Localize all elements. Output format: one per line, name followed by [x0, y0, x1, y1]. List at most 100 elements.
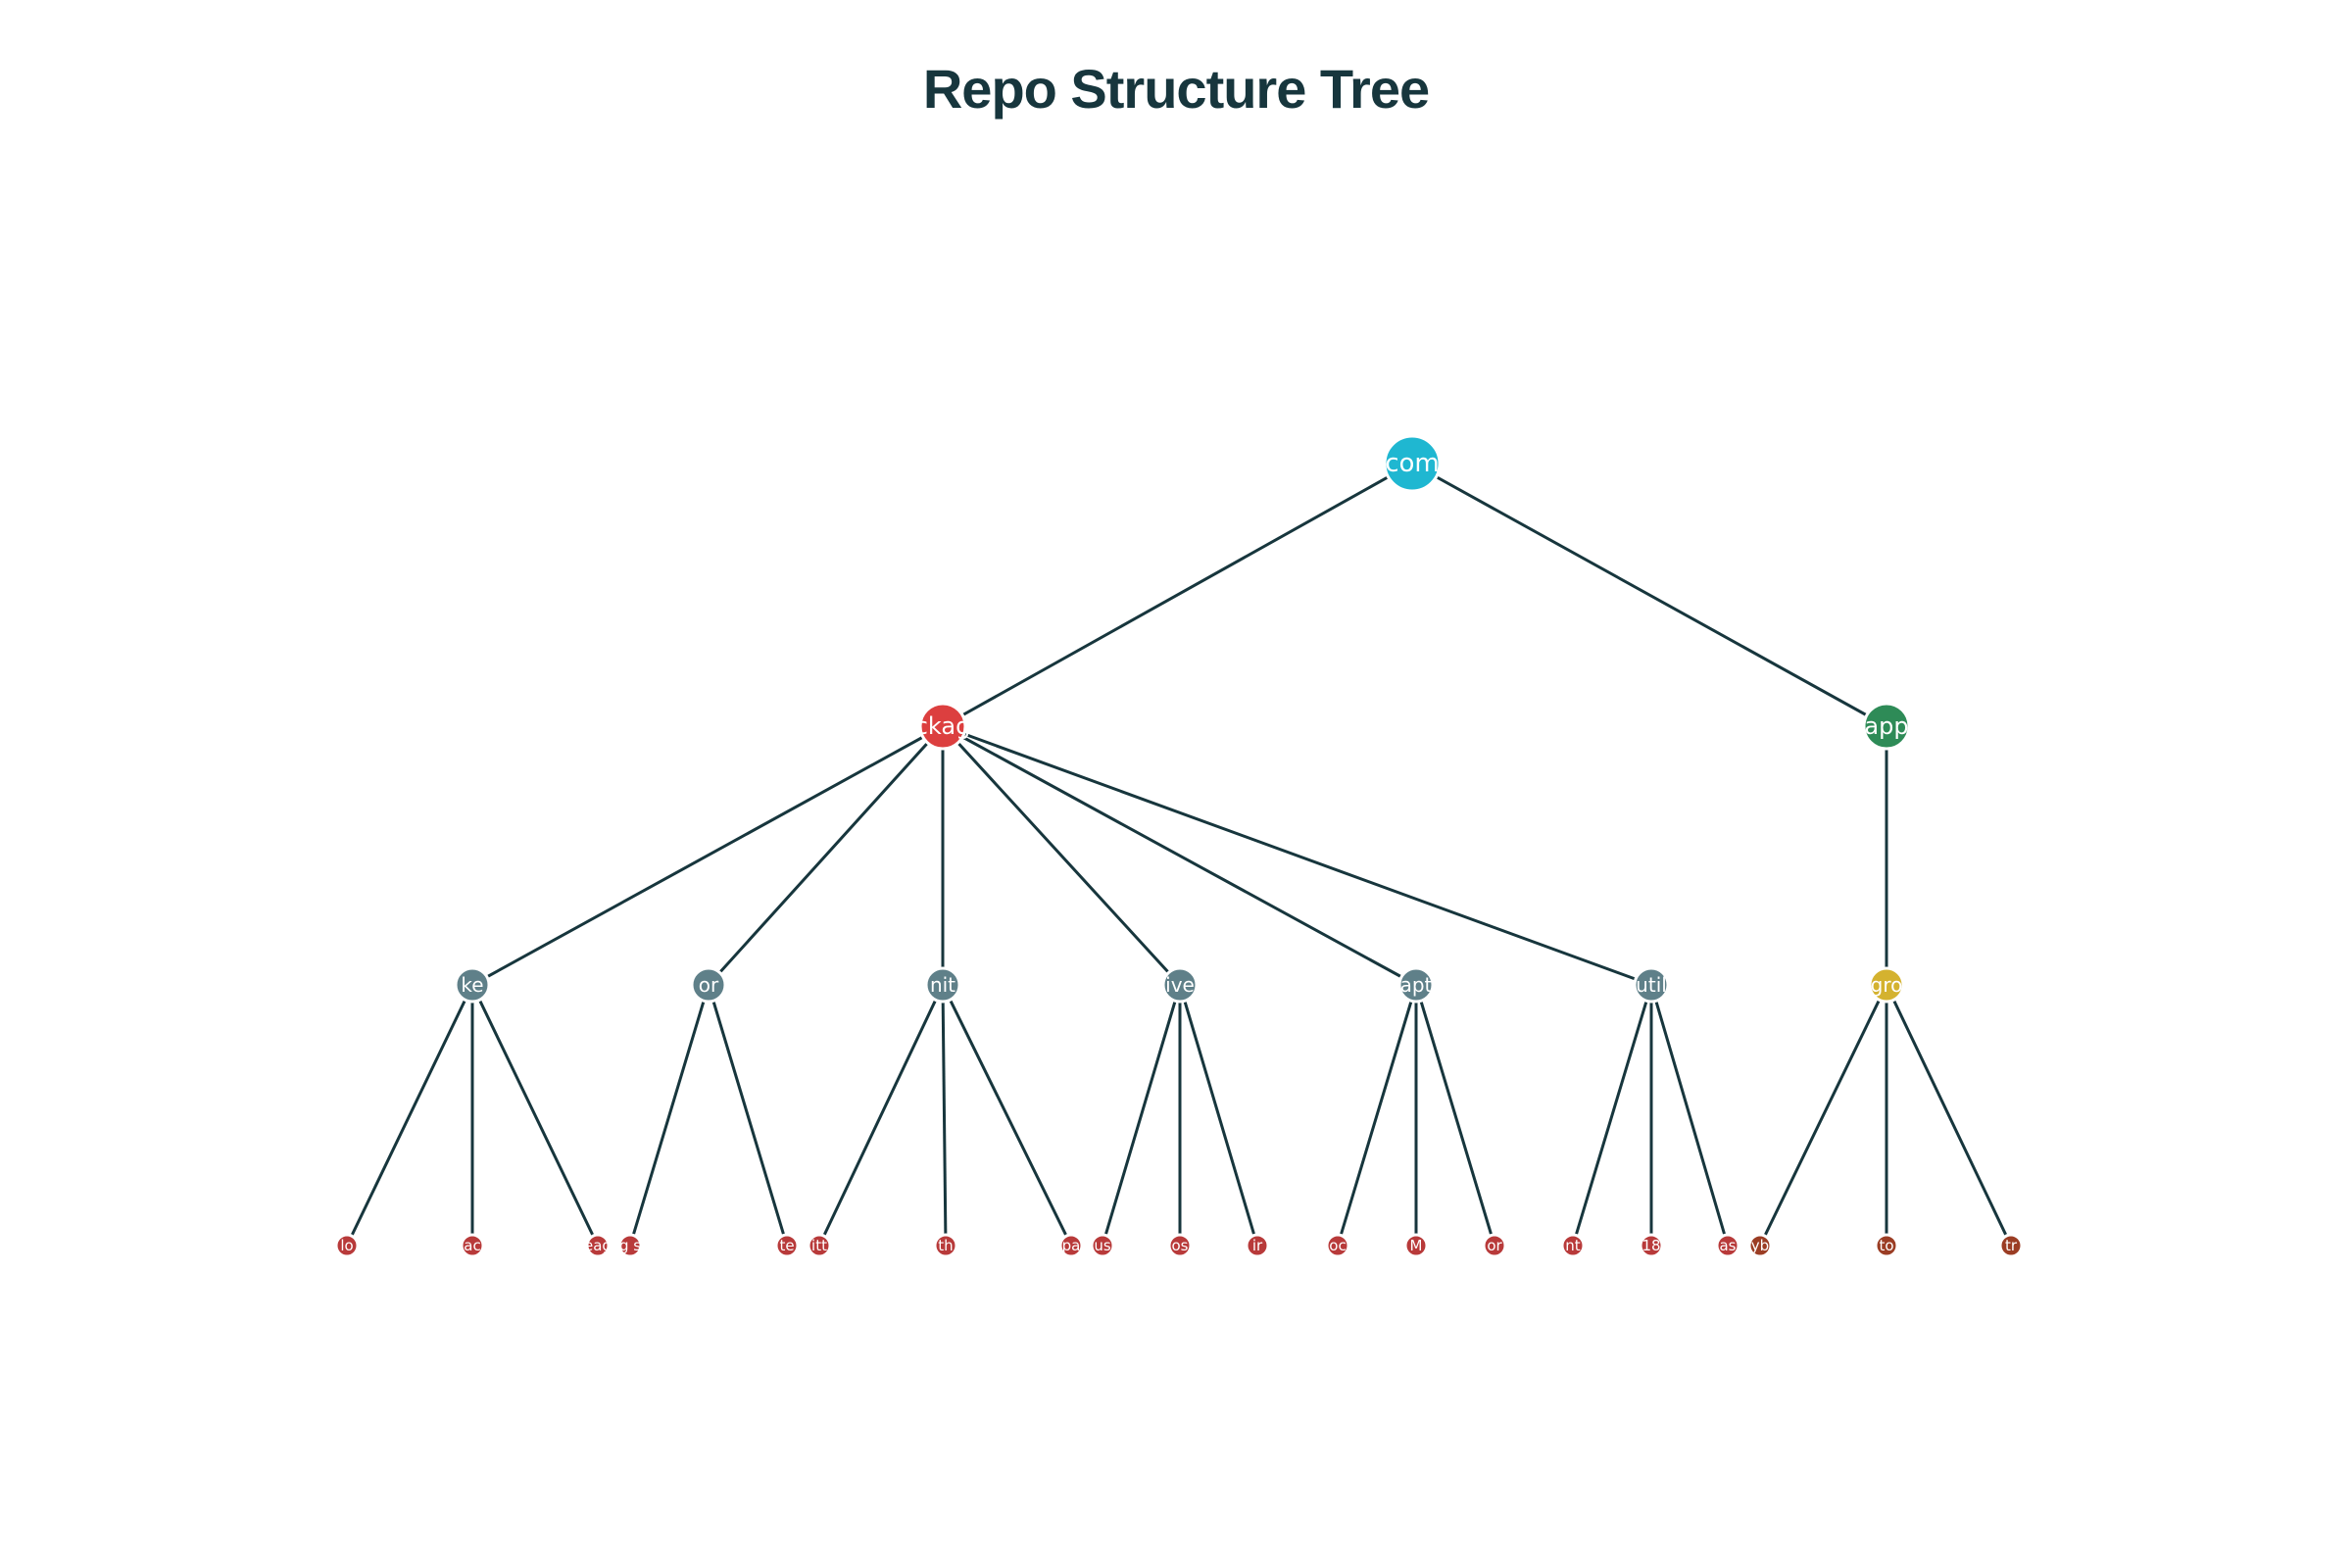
node-circle	[1482, 1233, 1507, 1258]
node-circle	[690, 966, 727, 1004]
tree-node-app-dir[interactable]: gro	[1868, 966, 1905, 1004]
node-circle	[1167, 1233, 1193, 1258]
node-label: app	[1864, 712, 1908, 740]
node-circle	[1560, 1233, 1586, 1258]
node-label: ac	[464, 1237, 480, 1254]
tree-edge	[1411, 462, 1887, 728]
tree-node-apps[interactable]: app	[1862, 702, 1911, 751]
tree-node-package-dir[interactable]: nit	[924, 966, 961, 1004]
tree-node-package-dir[interactable]: ke	[454, 966, 491, 1004]
node-circle	[1715, 1233, 1740, 1258]
node-label: pa	[1062, 1237, 1081, 1254]
node-label: M	[1410, 1237, 1423, 1254]
node-label: nt	[1565, 1237, 1581, 1254]
node-label: yb	[1751, 1237, 1769, 1254]
node-circle	[1397, 966, 1435, 1004]
node-label: lo	[340, 1237, 353, 1254]
node-circle	[1325, 1233, 1350, 1258]
tree-edge	[941, 984, 1073, 1247]
tree-edge	[942, 462, 1413, 728]
tree-node-package-file[interactable]: pa	[1058, 1233, 1084, 1258]
node-label: or	[1487, 1237, 1502, 1254]
tree-edge	[1649, 984, 1730, 1247]
node-circle	[1862, 702, 1911, 751]
node-circle	[1874, 1233, 1899, 1258]
node-circle	[933, 1233, 958, 1258]
tree-node-package-file[interactable]: ir	[1245, 1233, 1270, 1258]
tree-nodes: com ckag ke lo ac eag or g s te nit itt th pa ive us os…	[334, 434, 2024, 1258]
node-circle	[918, 702, 967, 751]
tree-node-packages[interactable]: ckag	[915, 702, 971, 751]
node-circle	[1245, 1233, 1270, 1258]
node-label: eag	[584, 1237, 612, 1254]
tree-edge	[1414, 984, 1496, 1247]
node-circle	[807, 1233, 832, 1258]
tree-edges	[345, 462, 2013, 1247]
tree-node-package-dir[interactable]: or	[690, 966, 727, 1004]
node-label: util	[1636, 973, 1667, 997]
tree-node-app-file[interactable]: to	[1874, 1233, 1899, 1258]
tree-node-package-file[interactable]: ac	[460, 1233, 485, 1258]
node-label: g s	[619, 1237, 641, 1254]
tree-edge	[1178, 984, 1259, 1247]
node-circle	[1058, 1233, 1084, 1258]
node-circle	[460, 1233, 485, 1258]
tree-edge	[345, 984, 474, 1247]
tree-edge	[942, 724, 1417, 987]
node-label: ckag	[915, 712, 971, 740]
tree-edge	[941, 724, 1182, 987]
node-circle	[334, 1233, 360, 1258]
tree-node-package-file[interactable]: te	[774, 1233, 800, 1258]
node-circle	[774, 1233, 800, 1258]
tree-node-package-file[interactable]: th	[933, 1233, 958, 1258]
node-circle	[1403, 1233, 1429, 1258]
tree-node-package-file[interactable]: itt	[807, 1233, 832, 1258]
node-circle	[454, 966, 491, 1004]
tree-node-app-file[interactable]: yb	[1747, 1233, 1773, 1258]
tree-edge	[707, 984, 789, 1247]
tree-node-package-file[interactable]: eag	[584, 1233, 612, 1258]
node-circle	[1383, 434, 1442, 493]
node-label: apt	[1400, 973, 1433, 997]
node-label: as	[1719, 1237, 1736, 1254]
node-label: th	[938, 1237, 953, 1254]
tree-node-package-file[interactable]: M	[1403, 1233, 1429, 1258]
tree-edge	[817, 984, 945, 1247]
node-label: tr	[2005, 1237, 2018, 1254]
node-label: ir	[1252, 1237, 1263, 1254]
node-circle	[1998, 1233, 2024, 1258]
tree-node-package-dir[interactable]: ive	[1161, 966, 1199, 1004]
node-circle	[1161, 966, 1199, 1004]
node-circle	[585, 1233, 611, 1258]
tree-node-package-file[interactable]: 18	[1639, 1233, 1664, 1258]
tree-node-package-file[interactable]: us	[1090, 1233, 1115, 1258]
tree-edge	[1336, 984, 1418, 1247]
tree-node-package-file[interactable]: or	[1482, 1233, 1507, 1258]
tree-node-package-file[interactable]: as	[1715, 1233, 1740, 1258]
node-circle	[1090, 1233, 1115, 1258]
tree-node-app-file[interactable]: tr	[1998, 1233, 2024, 1258]
tree-node-package-dir[interactable]: apt	[1397, 966, 1435, 1004]
tree-node-root[interactable]: com	[1383, 434, 1442, 493]
node-label: us	[1094, 1237, 1111, 1254]
tree-edge	[628, 984, 710, 1247]
node-circle	[1747, 1233, 1773, 1258]
tree-node-package-file[interactable]: nt	[1560, 1233, 1586, 1258]
tree-edge	[941, 984, 948, 1247]
tree-node-package-file[interactable]: os	[1167, 1233, 1193, 1258]
node-circle	[1868, 966, 1905, 1004]
tree-edge	[470, 984, 600, 1247]
tree-edge	[1885, 984, 2013, 1247]
tree-node-package-file[interactable]: lo	[334, 1233, 360, 1258]
tree-node-package-file[interactable]: g s	[617, 1233, 643, 1258]
tree-edge	[1758, 984, 1888, 1247]
tree-node-package-file[interactable]: oc	[1325, 1233, 1350, 1258]
node-label: nit	[930, 973, 956, 997]
tree-edge	[707, 724, 945, 987]
node-label: itt	[811, 1237, 827, 1254]
tree-edge	[471, 724, 944, 987]
node-label: or	[699, 973, 719, 997]
diagram-title: Repo Structure Tree	[922, 58, 1430, 120]
tree-node-package-dir[interactable]: util	[1633, 966, 1670, 1004]
